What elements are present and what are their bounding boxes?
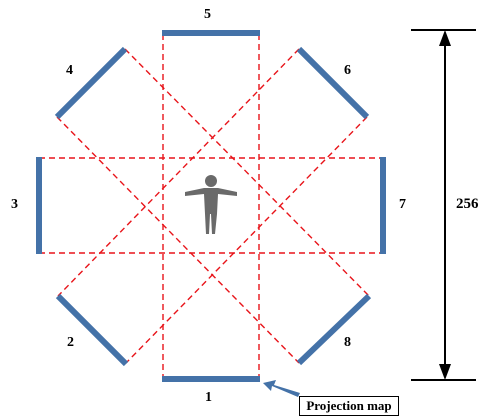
beam-4-8-edge-a <box>56 116 300 364</box>
detector-bar-4 <box>54 46 128 120</box>
dimension-indicator <box>411 29 476 381</box>
detector-bar-2 <box>55 293 129 367</box>
beam-6-2-edge-b <box>125 116 368 364</box>
detector-bar-8 <box>296 293 372 366</box>
projection-pointer-arrow <box>263 380 300 397</box>
detector-bar-6 <box>296 46 370 120</box>
detector-label-8: 8 <box>344 335 351 350</box>
detector-label-7: 7 <box>399 197 406 212</box>
beam-4-8-edge-b <box>124 48 370 297</box>
dimension-arrow-up <box>439 30 451 46</box>
detector-label-1: 1 <box>205 390 212 405</box>
projection-beams <box>39 34 383 378</box>
dimension-arrow-down <box>439 364 451 380</box>
detector-label-4: 4 <box>66 63 73 78</box>
detector-label-5: 5 <box>204 7 211 22</box>
detector-label-2: 2 <box>67 335 74 350</box>
detector-label-6: 6 <box>344 63 351 78</box>
detector-bars <box>36 30 386 382</box>
detector-label-3: 3 <box>11 197 18 212</box>
beam-6-2-edge-a <box>57 48 300 297</box>
projection-map-label: Projection map <box>299 396 399 416</box>
human-figure-icon <box>185 175 237 234</box>
dimension-label: 256 <box>456 196 479 212</box>
